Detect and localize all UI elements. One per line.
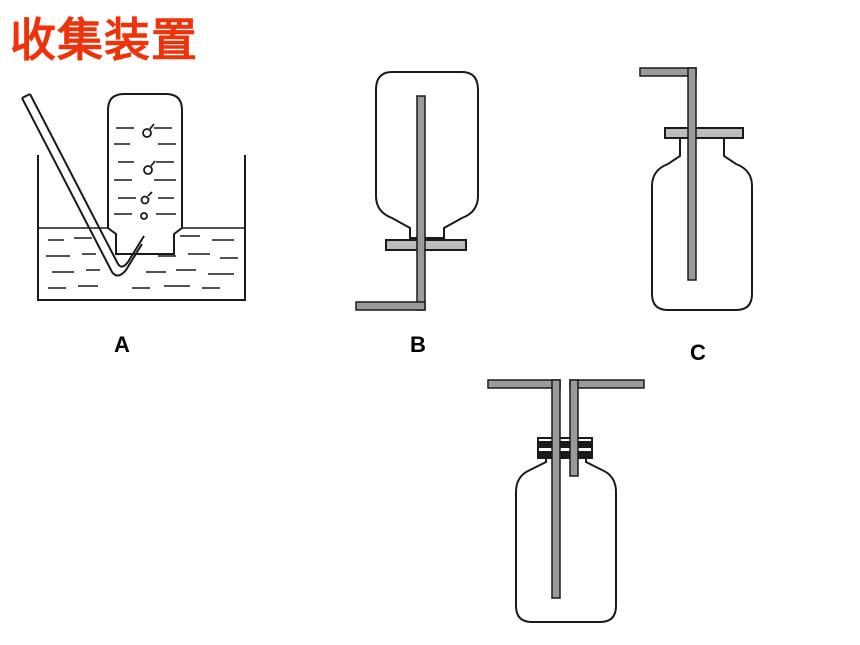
collection-bottle — [107, 93, 183, 255]
delivery-tube — [21, 97, 143, 277]
stopper-plate-c — [664, 127, 744, 139]
apparatus-b — [355, 71, 479, 311]
page-title: 收集装置 — [10, 13, 198, 67]
bottle-c — [651, 137, 753, 311]
apparatus-d — [487, 379, 645, 623]
tube-d-left-horizontal — [487, 379, 561, 389]
tube-d-right-vertical — [569, 379, 579, 477]
label-b: B — [410, 332, 426, 357]
tube-d-left-vertical — [551, 379, 561, 599]
tube-c-vertical — [687, 67, 697, 281]
label-c: C — [690, 340, 706, 365]
apparatus-a — [21, 93, 246, 301]
label-a: A — [114, 332, 130, 357]
tube-b-horizontal — [355, 301, 426, 311]
stopper-plate-b — [385, 239, 467, 251]
bottle-b — [375, 71, 479, 239]
bottle-water-dashes — [114, 127, 176, 215]
tube-d-right-horizontal — [569, 379, 645, 389]
tube-b-vertical — [416, 95, 426, 311]
gas-bubbles — [140, 123, 156, 220]
apparatus-c — [639, 67, 753, 311]
bottle-d — [515, 453, 617, 623]
